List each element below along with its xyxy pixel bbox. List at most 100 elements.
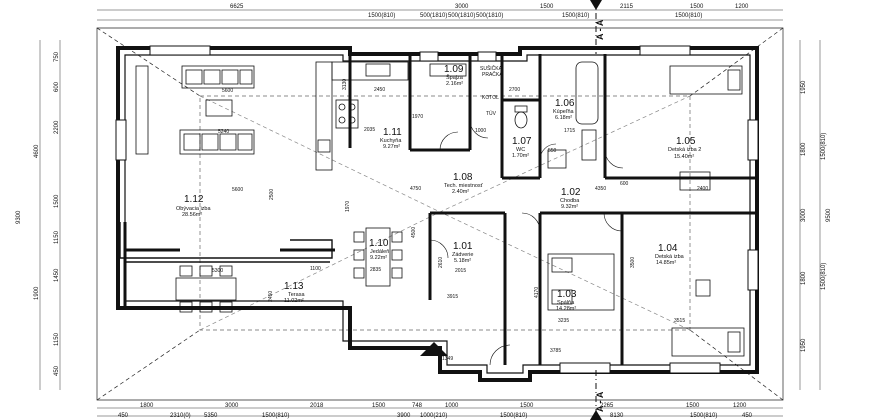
svg-text:3235: 3235 — [558, 318, 569, 324]
terrace-table — [175, 265, 237, 313]
svg-text:450: 450 — [742, 413, 753, 419]
svg-text:1150: 1150 — [54, 230, 60, 244]
svg-text:2400: 2400 — [697, 186, 708, 192]
svg-text:1349: 1349 — [442, 356, 453, 362]
svg-text:3500: 3500 — [630, 257, 636, 268]
svg-text:1500(810): 1500(810) — [690, 413, 717, 419]
svg-text:9300: 9300 — [16, 210, 22, 224]
svg-text:Jedáleň: Jedáleň — [370, 249, 389, 255]
svg-text:1500(810): 1500(810) — [368, 13, 395, 19]
svg-text:1950: 1950 — [801, 80, 807, 94]
room-label-obyvacia-izba: 1.12 Obývacia izba 28.56m² — [176, 194, 211, 218]
door-swings — [429, 119, 624, 366]
svg-text:3000: 3000 — [225, 403, 239, 409]
svg-text:1500(810): 1500(810) — [675, 13, 702, 19]
svg-text:2.16m²: 2.16m² — [446, 81, 463, 87]
windows — [115, 45, 759, 374]
top-dimensions-inner: 1500(810) 500(1810) 500(1810) 500(1810) … — [368, 13, 702, 19]
svg-text:450: 450 — [118, 413, 129, 419]
svg-text:Spálňa: Spálňa — [557, 300, 575, 306]
svg-text:5350: 5350 — [204, 413, 218, 419]
svg-text:2015: 2015 — [455, 268, 466, 274]
svg-text:TÚV: TÚV — [486, 110, 497, 117]
svg-text:1800: 1800 — [140, 403, 154, 409]
svg-text:500(1810): 500(1810) — [448, 13, 475, 19]
svg-text:1200: 1200 — [733, 403, 747, 409]
svg-text:1970: 1970 — [345, 201, 351, 212]
svg-text:2450: 2450 — [374, 87, 385, 93]
svg-text:5.18m²: 5.18m² — [454, 258, 471, 264]
svg-text:1.07: 1.07 — [512, 136, 532, 147]
svg-text:5600: 5600 — [222, 88, 233, 94]
beds — [547, 65, 745, 357]
bottom-dimensions-inner: 1800 3000 2018 1500 748 1000 1500 2265 1… — [140, 403, 747, 409]
svg-text:3915: 3915 — [447, 294, 458, 300]
svg-text:1.06: 1.06 — [555, 98, 575, 109]
svg-text:9.32m²: 9.32m² — [561, 204, 578, 210]
svg-text:6625: 6625 — [230, 4, 244, 10]
svg-text:1000: 1000 — [445, 403, 459, 409]
room-label-tech-miestnost: 1.08 Tech. miestnosť 2.40m² — [444, 172, 484, 195]
svg-text:1500(810): 1500(810) — [262, 413, 289, 419]
svg-text:Kúpeľňa: Kúpeľňa — [553, 109, 575, 115]
svg-text:1500(810): 1500(810) — [821, 263, 827, 290]
section-mark-top: A - A — [595, 19, 605, 40]
room-label-spajza: 1.09 Špajza 2.16m² — [444, 64, 464, 87]
svg-text:500(1810): 500(1810) — [476, 13, 503, 19]
svg-text:550: 550 — [548, 148, 557, 154]
svg-text:1.03: 1.03 — [557, 289, 577, 300]
svg-text:Špajza: Špajza — [446, 74, 464, 81]
svg-text:2450: 2450 — [268, 291, 274, 302]
svg-text:2500: 2500 — [269, 189, 275, 200]
svg-text:2700: 2700 — [509, 87, 520, 93]
svg-text:5300: 5300 — [212, 268, 223, 274]
svg-text:1500: 1500 — [520, 403, 534, 409]
svg-text:14.28m²: 14.28m² — [556, 306, 576, 312]
svg-text:1.05: 1.05 — [676, 136, 696, 147]
svg-text:1000: 1000 — [475, 128, 486, 134]
svg-text:748: 748 — [412, 403, 423, 409]
svg-text:1.09: 1.09 — [444, 64, 464, 75]
svg-text:PRAČKA: PRAČKA — [482, 71, 503, 78]
svg-text:Kuchyňa: Kuchyňa — [380, 138, 402, 144]
room-label-detska-izba: 1.04 Detská izba 14.85m² — [655, 243, 685, 266]
room-label-zadverie: 1.01 Zádverie 5.18m² — [452, 241, 473, 264]
svg-text:5600: 5600 — [232, 187, 243, 193]
svg-text:Tech. miestnosť: Tech. miestnosť — [444, 183, 484, 189]
svg-text:2200: 2200 — [54, 120, 60, 134]
svg-text:1.13: 1.13 — [284, 281, 304, 292]
svg-text:450: 450 — [54, 365, 60, 376]
svg-text:1500: 1500 — [54, 194, 60, 208]
svg-text:Chodba: Chodba — [560, 198, 580, 204]
svg-text:1200: 1200 — [735, 4, 749, 10]
section-arrow-bottom-icon — [590, 410, 602, 420]
svg-text:4350: 4350 — [595, 186, 606, 192]
svg-text:1715: 1715 — [564, 128, 575, 134]
room-label-kupelna: 1.06 Kúpeľňa 6.18m² — [553, 98, 575, 121]
svg-text:1800: 1800 — [801, 271, 807, 285]
svg-text:1000(210): 1000(210) — [420, 413, 447, 419]
svg-text:9.22m²: 9.22m² — [370, 255, 387, 261]
svg-text:11.02m²: 11.02m² — [284, 298, 304, 304]
svg-text:5240: 5240 — [218, 129, 229, 135]
entrance-arrow-icon — [420, 342, 448, 356]
svg-text:Zádverie: Zádverie — [452, 252, 473, 258]
svg-text:9500: 9500 — [826, 208, 832, 222]
svg-text:8130: 8130 — [610, 413, 624, 419]
svg-text:1.12: 1.12 — [184, 194, 204, 205]
svg-text:2115: 2115 — [620, 4, 634, 10]
svg-text:1950: 1950 — [801, 338, 807, 352]
svg-text:1.70m²: 1.70m² — [512, 153, 529, 159]
svg-text:9.27m²: 9.27m² — [383, 144, 400, 150]
svg-text:1150: 1150 — [54, 332, 60, 346]
svg-text:4750: 4750 — [410, 186, 421, 192]
svg-text:1900: 1900 — [34, 286, 40, 300]
svg-text:4170: 4170 — [534, 287, 540, 298]
svg-text:1500: 1500 — [540, 4, 554, 10]
dining-table — [353, 227, 403, 287]
svg-text:1.01: 1.01 — [453, 241, 473, 252]
svg-text:1100: 1100 — [310, 266, 321, 272]
svg-text:3515: 3515 — [674, 318, 685, 324]
svg-text:1.04: 1.04 — [658, 243, 678, 254]
